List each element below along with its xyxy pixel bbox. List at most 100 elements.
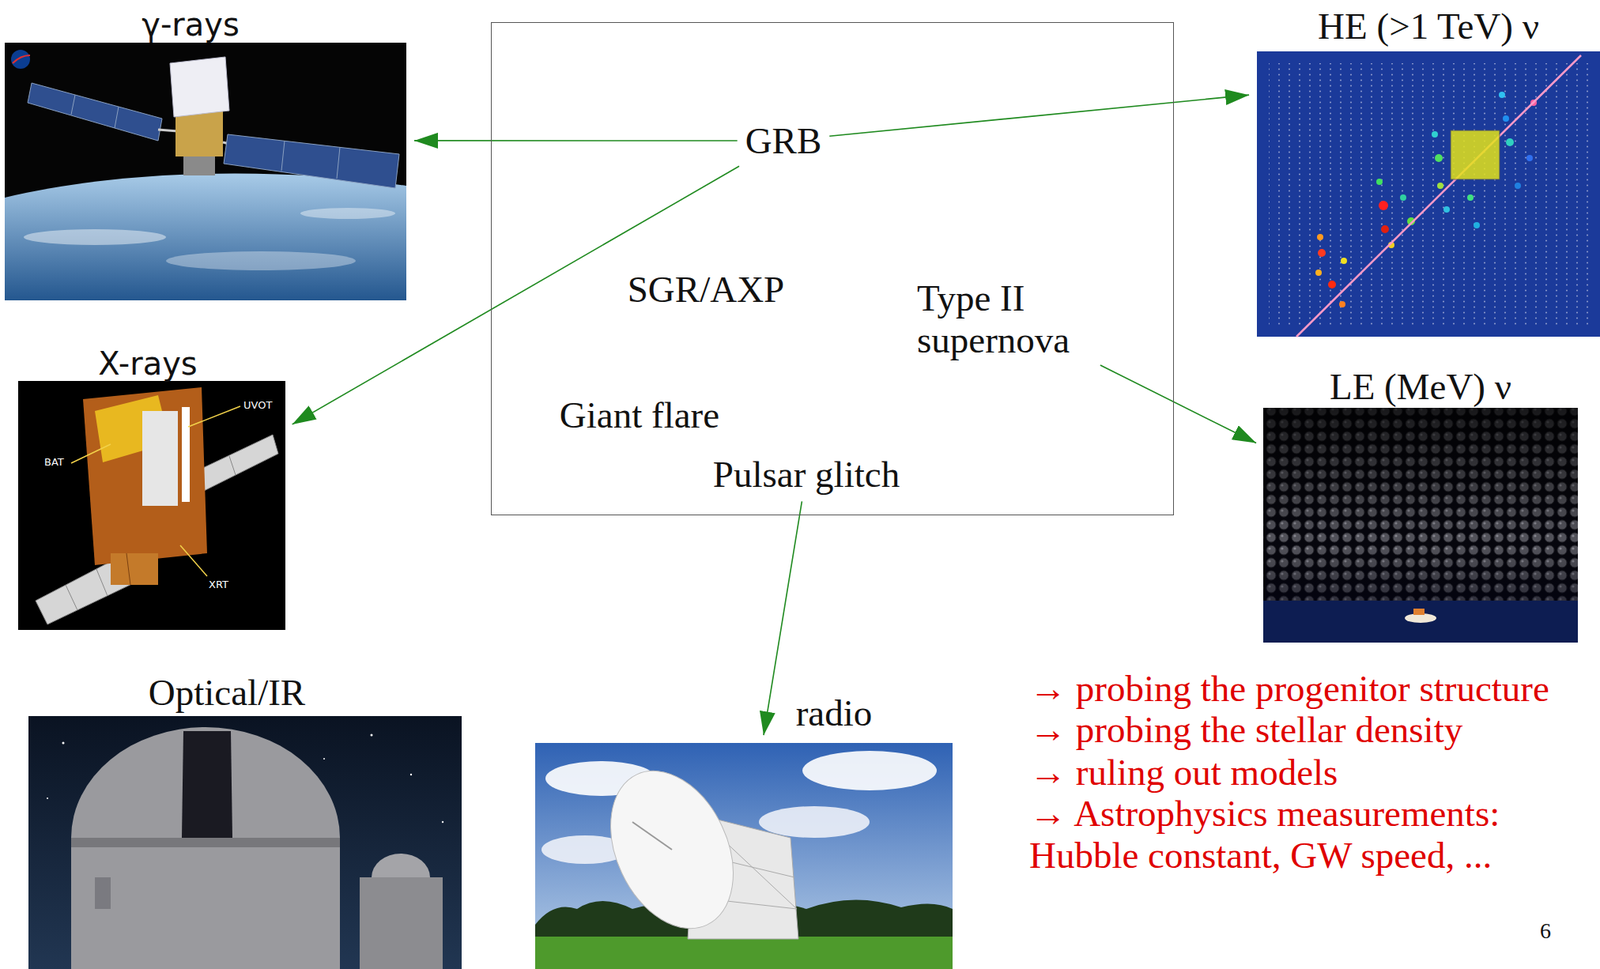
observatory-dome-part xyxy=(181,731,233,838)
instrument-panel: LE (MeV) ν xyxy=(1263,407,1578,643)
neutrino-event-display-part xyxy=(1514,182,1521,189)
neutrino-event-display-part xyxy=(1473,222,1480,229)
source-label: SGR/AXP xyxy=(622,265,790,314)
instrument-panel: radio xyxy=(535,743,953,969)
gamma-ray-satellite-part xyxy=(11,49,31,69)
observatory-dome-part xyxy=(94,877,111,910)
panel-title: γ-rays xyxy=(141,8,240,41)
gamma-ray-satellite-part xyxy=(336,147,340,179)
gamma-ray-satellite-part xyxy=(166,251,356,271)
neutrino-event-display-part xyxy=(1381,225,1389,234)
panel-title: Optical/IR xyxy=(148,674,306,712)
gamma-ray-satellite-part xyxy=(23,229,167,246)
x-ray-satellite-part xyxy=(65,584,78,611)
radio-dish-part xyxy=(632,822,672,850)
radio-dish-part xyxy=(535,936,953,969)
neutrino-event-display-part xyxy=(1434,154,1443,163)
observatory-dome-part xyxy=(410,773,412,776)
observatory-dome-part xyxy=(71,837,340,848)
x-ray-satellite-part xyxy=(83,387,208,566)
gamma-ray-satellite-part xyxy=(158,129,178,132)
gamma-ray-satellite-part xyxy=(169,56,230,117)
x-ray-satellite-part xyxy=(126,553,131,585)
neutrino-event-display-part xyxy=(1315,269,1322,276)
neutrino-event-display-part xyxy=(1317,249,1326,257)
observatory-dome-part xyxy=(370,734,374,737)
radio-dish-part xyxy=(758,806,870,838)
gamma-ray-satellite-part xyxy=(12,55,31,64)
source-label: Type II supernova xyxy=(912,274,1104,364)
arrow-connector xyxy=(414,139,738,142)
observatory-dome-part xyxy=(28,716,462,969)
observatory-dome-part xyxy=(46,797,49,800)
source-name: GRB xyxy=(745,120,823,163)
neutrino-event-display-part xyxy=(1339,301,1346,308)
gamma-ray-satellite xyxy=(4,42,407,301)
neutrino-detector-tank-part xyxy=(1263,407,1578,601)
neutrino-event-display-part xyxy=(1400,194,1407,201)
x-ray-satellite-part xyxy=(18,381,286,631)
gamma-ray-satellite-part xyxy=(175,110,223,157)
source-label: Giant flare xyxy=(554,391,725,440)
neutrino-event-display-part xyxy=(1498,91,1506,99)
neutrino-event-display-part xyxy=(1296,55,1582,337)
observatory-dome-part xyxy=(371,853,431,878)
part-label: XRT xyxy=(208,579,229,592)
x-ray-satellite-part xyxy=(110,553,159,585)
gamma-ray-satellite-part xyxy=(27,83,163,141)
gamma-ray-satellite-part xyxy=(4,42,407,301)
source-label: Pulsar glitch xyxy=(708,450,905,499)
observatory-dome-part xyxy=(441,821,444,823)
x-ray-satellite xyxy=(18,381,286,631)
neutrino-event-display-part xyxy=(1328,280,1336,289)
instrument-panel: X-rays xyxy=(18,381,286,631)
neutrino-event-display-part xyxy=(1443,206,1450,213)
neutrino-event-display-part xyxy=(1376,178,1383,185)
note-line: → probing the progenitor structure xyxy=(1029,667,1583,710)
source-label: GRB xyxy=(740,116,827,166)
gamma-ray-satellite-part xyxy=(223,134,400,189)
neutrino-event-display-part xyxy=(1450,130,1500,180)
neutrino-event-display-part xyxy=(1505,138,1514,147)
observatory-dome-part xyxy=(359,877,443,969)
observatory-dome-part xyxy=(323,758,325,760)
x-ray-satellite-part xyxy=(71,444,111,464)
radio-dish xyxy=(535,743,953,969)
panel-title: HE (>1 TeV) ν xyxy=(1317,7,1540,46)
x-ray-satellite-part xyxy=(188,406,241,427)
arrow-connector xyxy=(829,94,1250,136)
neutrino-event-display-part xyxy=(1437,182,1444,189)
x-ray-satellite-part xyxy=(180,545,208,577)
source-name: Giant flare xyxy=(559,394,720,437)
source-name: Pulsar glitch xyxy=(713,453,900,496)
x-ray-satellite-part xyxy=(181,407,190,502)
x-ray-satellite-part xyxy=(96,569,108,597)
panel-title: LE (MeV) ν xyxy=(1329,368,1512,406)
observatory-dome xyxy=(28,716,462,969)
source-frame: GRB SGR/AXP Type II supernovaGiant flarePu… xyxy=(490,22,1174,516)
neutrino-detector-tank-part xyxy=(1413,608,1425,616)
radio-dish-part xyxy=(586,750,758,948)
gamma-ray-satellite-part xyxy=(281,140,285,171)
source-name: Type II supernova xyxy=(916,277,1099,361)
gamma-ray-satellite-part xyxy=(300,207,396,219)
page-number: 6 xyxy=(1539,918,1551,944)
note-line: → ruling out models xyxy=(1029,751,1583,794)
observatory-dome-part xyxy=(62,742,65,745)
neutrino-detector-tank xyxy=(1263,407,1578,643)
neutrino-event-display-part xyxy=(1316,233,1324,241)
neutrino-detector-tank-part xyxy=(1263,600,1578,643)
neutrino-event-display-part xyxy=(1340,257,1348,265)
neutrino-detector-tank-part xyxy=(1263,407,1578,601)
neutrino-event-display xyxy=(1256,51,1600,337)
neutrino-event-display-part xyxy=(1526,154,1533,162)
neutrino-event-display-part xyxy=(1502,115,1510,122)
observatory-dome-part xyxy=(71,727,340,969)
note-line: → probing the stellar density xyxy=(1029,709,1583,751)
neutrino-detector-tank-part xyxy=(1263,407,1578,643)
neutrino-event-display-part xyxy=(1256,51,1600,337)
instrument-panel: HE (>1 TeV) ν xyxy=(1256,51,1600,337)
source-name: SGR/AXP xyxy=(627,268,785,311)
neutrino-event-display-part xyxy=(1431,131,1438,138)
